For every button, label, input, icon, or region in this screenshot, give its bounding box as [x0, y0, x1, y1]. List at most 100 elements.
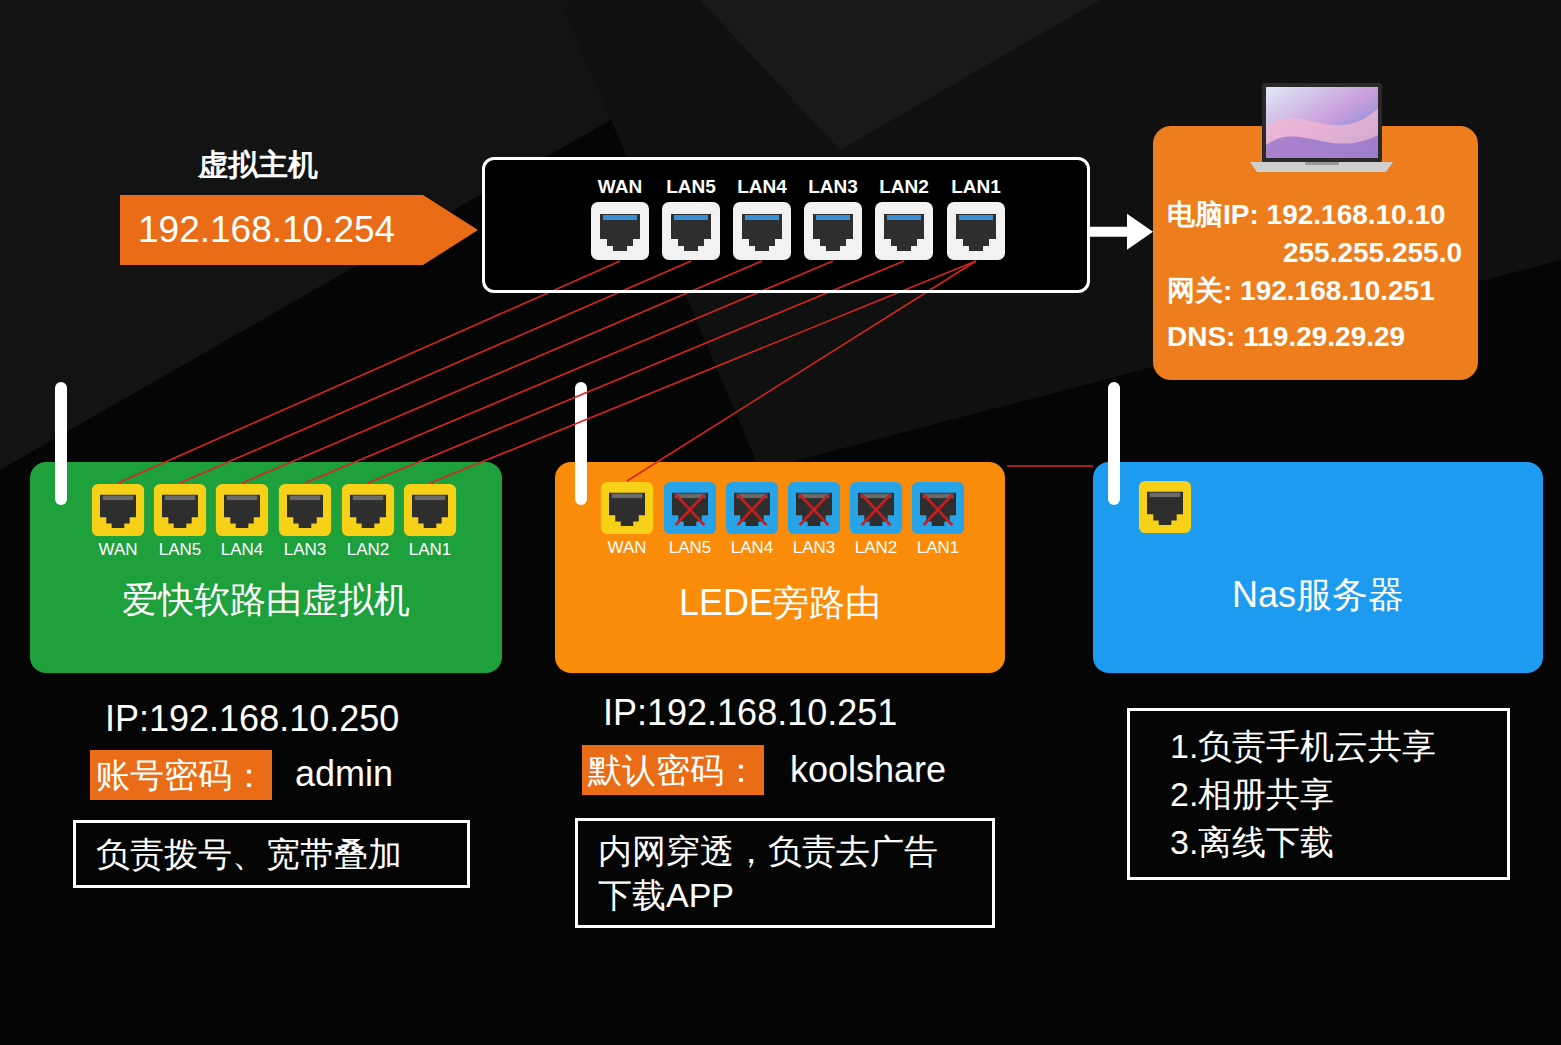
port-socket — [734, 493, 770, 526]
port-node: LAN3 — [276, 483, 334, 561]
connector-line — [430, 261, 976, 483]
port-frame — [1139, 481, 1191, 533]
device-title: Nas服务器 — [1093, 573, 1543, 617]
port-icon — [278, 483, 332, 537]
screen-swirl — [1266, 135, 1378, 158]
port-socket — [813, 214, 853, 251]
connector — [1090, 214, 1153, 250]
port-socket — [100, 495, 136, 528]
port-icon — [341, 483, 395, 537]
connector-line — [305, 261, 833, 483]
address-text: 192.168.10.254 — [120, 195, 478, 265]
network-setting: 网关: 192.168.10.251 — [1167, 272, 1462, 310]
screen-swirl — [1266, 108, 1378, 158]
port-disabled-mark — [738, 495, 767, 526]
port-pins — [816, 215, 850, 220]
port-pins — [745, 215, 779, 220]
port-pins — [415, 496, 446, 501]
port-frame — [591, 202, 649, 260]
port-frame — [601, 482, 653, 534]
info-label: admin — [295, 752, 393, 796]
feature-item: 2.相册共享 — [1170, 770, 1467, 818]
port-socket — [1147, 492, 1183, 525]
port-node: LAN5 — [151, 483, 209, 561]
port-label: LAN4 — [207, 539, 277, 561]
port-disabled-mark — [924, 495, 953, 526]
port-node: LAN5 — [661, 481, 719, 559]
port-socket — [742, 214, 782, 251]
port-socket — [884, 214, 924, 251]
port-label: LAN5 — [654, 175, 728, 199]
antenna — [575, 382, 587, 505]
port-frame — [342, 484, 394, 536]
laptop-illustration — [1250, 83, 1393, 172]
info-label: koolshare — [790, 748, 946, 792]
device-box: LEDE旁路由WANLAN5LAN4LAN3LAN2LAN1 — [555, 462, 1005, 673]
port-pins — [674, 215, 708, 220]
port-label: WAN — [83, 539, 153, 561]
port-socket — [350, 495, 386, 528]
port-disabled-mark — [862, 495, 891, 526]
port-frame — [92, 484, 144, 536]
port-label: LAN3 — [779, 537, 849, 559]
port-node: LAN5 — [660, 175, 722, 261]
port-icon — [91, 483, 145, 537]
device-title: 爱快软路由虚拟机 — [30, 578, 502, 622]
antenna — [55, 382, 67, 505]
port-frame — [947, 202, 1005, 260]
connector — [118, 261, 620, 483]
port-label: LAN4 — [725, 175, 799, 199]
port-socket — [412, 495, 448, 528]
info-label: IP:192.168.10.251 — [603, 691, 897, 735]
port-label: LAN1 — [939, 175, 1013, 199]
port-pins — [103, 496, 134, 501]
port-icon — [787, 481, 841, 535]
feature-item: 1.负责手机云共享 — [1170, 722, 1467, 770]
port-frame — [875, 202, 933, 260]
port-node: LAN2 — [873, 175, 935, 261]
port-icon — [153, 483, 207, 537]
connector-line — [1007, 465, 1093, 467]
laptop-screen — [1266, 87, 1378, 158]
port-socket — [920, 493, 956, 526]
box-fill — [555, 462, 1005, 673]
port-frame — [788, 482, 840, 534]
port-label: LAN4 — [717, 537, 787, 559]
connector — [242, 261, 762, 483]
port-label: LAN2 — [841, 537, 911, 559]
port-icon — [732, 201, 792, 261]
port-frame — [662, 202, 720, 260]
box-fills — [30, 126, 1543, 673]
port-label: LAN3 — [796, 175, 870, 199]
highlight-label: 账号密码： — [90, 750, 272, 800]
antenna — [1108, 382, 1120, 505]
port-node: WAN — [89, 483, 147, 561]
port-socket — [671, 214, 711, 251]
port-frame — [804, 202, 862, 260]
port-icon — [946, 201, 1006, 261]
port-frame — [154, 484, 206, 536]
port-label: LAN1 — [903, 537, 973, 559]
port-node: WAN — [589, 175, 651, 261]
device-box: 爱快软路由虚拟机WANLAN5LAN4LAN3LAN2LAN1 — [30, 462, 502, 673]
connector — [305, 261, 833, 483]
port-pins — [1150, 493, 1181, 498]
port-disabled-mark — [800, 495, 829, 526]
port-frame — [279, 484, 331, 536]
address-banner: 虚拟主机192.168.10.254 — [120, 195, 478, 265]
port-icon — [403, 483, 457, 537]
port-icon — [600, 481, 654, 535]
connector-line — [368, 261, 904, 483]
connector-line — [180, 261, 691, 483]
network-setting: 255.255.255.0 — [1167, 234, 1462, 272]
port-pins — [603, 215, 637, 220]
port-pins — [227, 496, 258, 501]
port-icon — [725, 481, 779, 535]
note-box: 1.负责手机云共享2.相册共享3.离线下载 — [1127, 708, 1510, 880]
connector — [368, 261, 904, 483]
port-icon — [215, 483, 269, 537]
address-text: 虚拟主机 — [198, 147, 318, 183]
box-fill — [482, 157, 1090, 293]
device-box: WANLAN5LAN4LAN3LAN2LAN1 — [482, 157, 1090, 293]
